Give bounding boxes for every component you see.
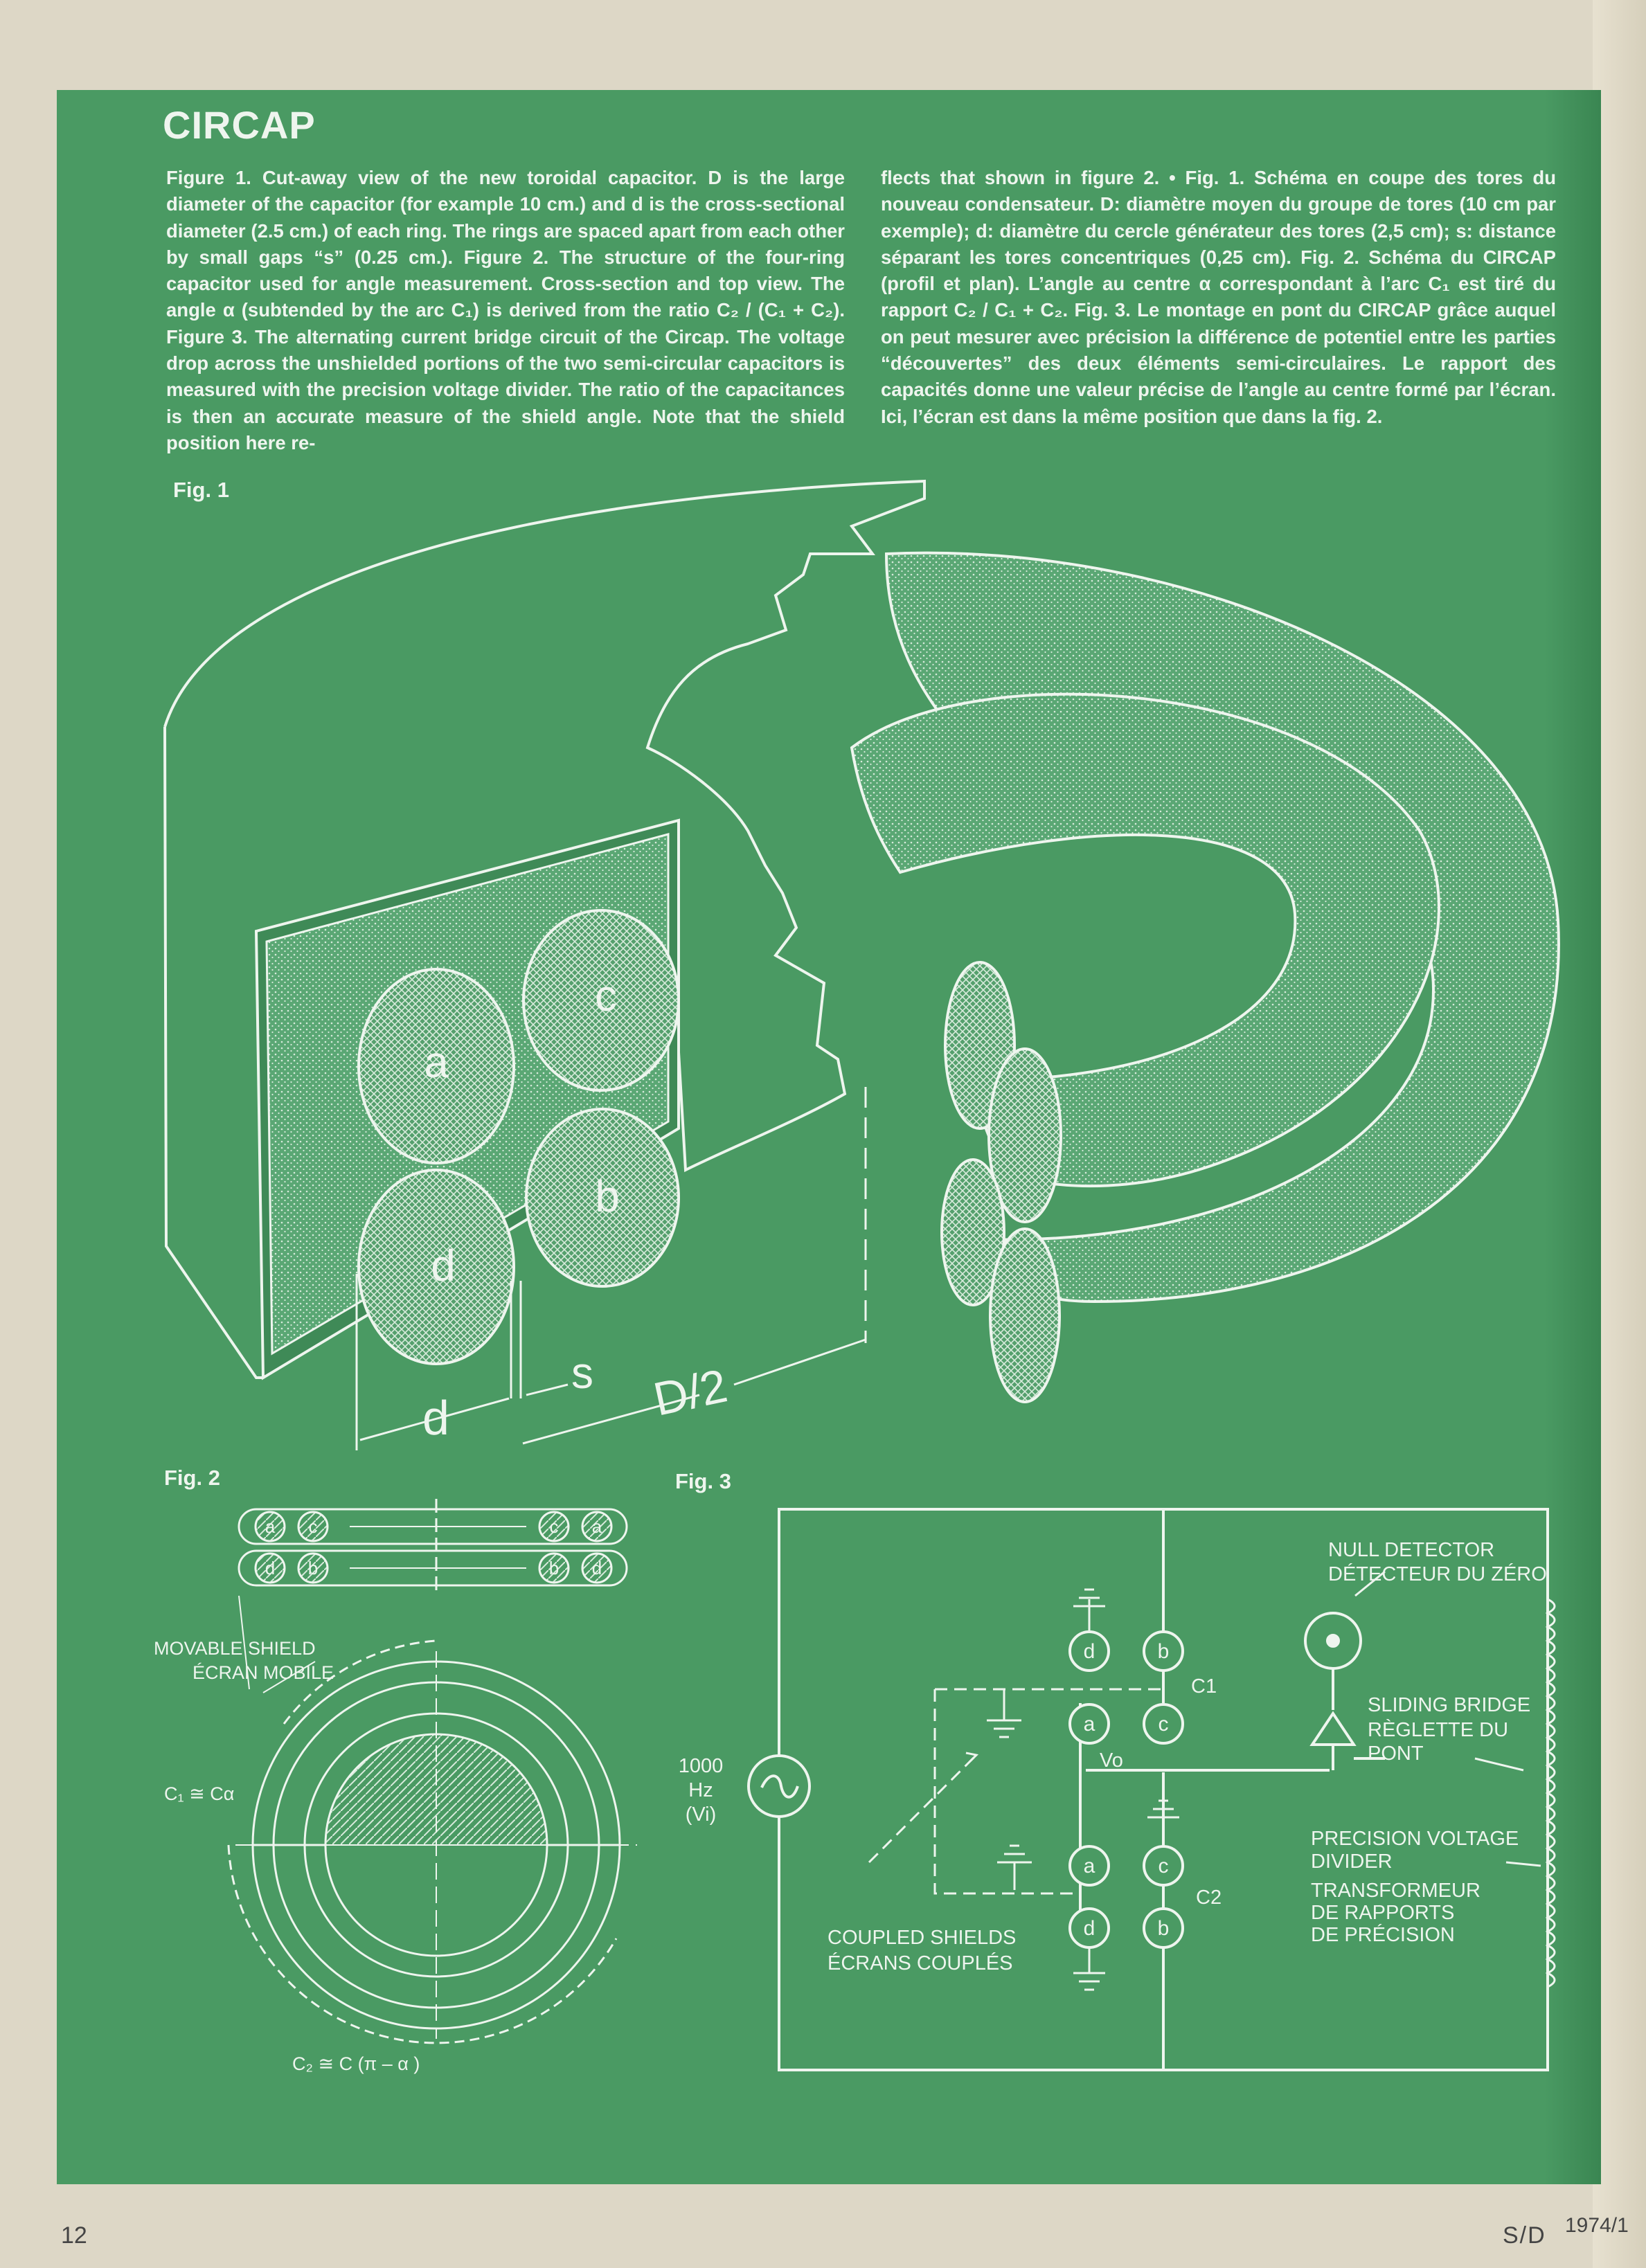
- fig1-ring-b-label: b: [595, 1171, 620, 1221]
- fig2-profile-rings: [254, 1511, 613, 1584]
- fig3-source-unit: Hz: [688, 1779, 713, 1801]
- fig2-ring-top-3: c: [550, 1516, 559, 1537]
- fig2-c1-label: C₁ ≅ Cα: [164, 1783, 234, 1804]
- journal-issue: 1974/1: [1565, 2214, 1629, 2237]
- fig2-shield-en: MOVABLE SHIELD: [154, 1638, 316, 1659]
- fig3-vo: Vo: [1100, 1749, 1123, 1772]
- fig2-ring-bottom-2: b: [308, 1558, 318, 1578]
- fig3-null-fr: DÉTECTEUR DU ZÉRO: [1328, 1563, 1547, 1585]
- fig2-c2-label: C₂ ≅ C (π – α ): [292, 2053, 420, 2074]
- fig3-node-b-lower: b: [1158, 1917, 1170, 1940]
- fig2-label: Fig. 2: [164, 1466, 220, 1490]
- fig3-source-v: (Vi): [686, 1803, 717, 1826]
- fig1-label: Fig. 1: [173, 478, 229, 502]
- caption-french: flects that shown in figure 2. • Fig. 1.…: [881, 167, 1556, 427]
- panel-fold-shadow: [1544, 90, 1601, 2184]
- fig3-bridge-2: RÈGLETTE DU: [1368, 1718, 1508, 1741]
- fig1-dim-s: s: [571, 1348, 593, 1398]
- fig2-drawing: a c c a d b b d: [227, 1499, 637, 2044]
- fig3-node-a-lower: a: [1084, 1855, 1095, 1878]
- page-edge: [1593, 0, 1646, 2268]
- fig3-divider-3: TRANSFORMEUR: [1311, 1880, 1480, 1902]
- page-number: 12: [61, 2222, 87, 2249]
- fig3-c1: C1: [1191, 1675, 1217, 1698]
- fig3-node-b-upper: b: [1158, 1640, 1170, 1663]
- fig1-ring-b: b: [525, 1108, 680, 1288]
- fig1-dimensions: [355, 1087, 867, 1450]
- fig3-labels: 1000 Hz (Vi) NULL DETECTOR DÉTECTEUR DU …: [679, 1539, 1547, 1974]
- fig2-ring-bottom-3: b: [549, 1558, 559, 1578]
- fig3-label: Fig. 3: [675, 1469, 731, 1493]
- fig3-node-d-upper: d: [1084, 1640, 1095, 1663]
- fig3-shields-en: COUPLED SHIELDS: [828, 1927, 1016, 1949]
- fig2-labels: MOVABLE SHIELD ÉCRAN MOBILE C₁ ≅ Cα C₂ ≅…: [154, 1638, 420, 2074]
- page-title: CIRCAP: [163, 103, 316, 147]
- fig2-ring-top-1: a: [265, 1516, 276, 1537]
- fig3-bridge-1: SLIDING BRIDGE: [1368, 1694, 1530, 1716]
- journal-name: S/D: [1503, 2222, 1546, 2249]
- fig1-dim-d: d: [422, 1391, 449, 1445]
- fig2-ring-bottom-4: d: [592, 1558, 602, 1578]
- caption-english: Figure 1. Cut-away view of the new toroi…: [166, 167, 845, 453]
- fig3-divider-2: DIVIDER: [1311, 1851, 1393, 1873]
- fig1-ring-d-label: d: [431, 1241, 456, 1290]
- fig1-ring-a: a: [357, 968, 515, 1164]
- fig1-toroid-tubes: [850, 551, 1560, 1403]
- fig1-dim-D: D/2: [649, 1359, 731, 1425]
- fig2-ring-bottom-1: d: [265, 1558, 275, 1578]
- fig3-node-c-upper: c: [1159, 1713, 1169, 1736]
- fig3-source-freq: 1000: [679, 1755, 724, 1777]
- fig3-null-en: NULL DETECTOR: [1328, 1539, 1494, 1561]
- fig3-circuit: [747, 1508, 1556, 2071]
- fig1-ring-c: c: [522, 909, 680, 1092]
- fig3-node-labels: d b a c a c d b: [1084, 1640, 1170, 1940]
- fig3-node-d-lower: d: [1084, 1917, 1095, 1940]
- fig1-toroid-drawing: a c b d: [163, 479, 1560, 1450]
- fig3-c2: C2: [1196, 1887, 1222, 1909]
- fig3-bridge-3: PONT: [1368, 1743, 1424, 1765]
- fig2-ring-top-4: a: [592, 1516, 602, 1537]
- fig3-divider-4: DE RAPPORTS: [1311, 1902, 1454, 1924]
- fig3-node-a-upper: a: [1084, 1713, 1095, 1736]
- fig1-ring-d: d: [357, 1169, 515, 1365]
- fig3-node-c-lower: c: [1159, 1855, 1169, 1878]
- fig3-divider-1: PRECISION VOLTAGE: [1311, 1828, 1519, 1850]
- fig2-shield-fr: ÉCRAN MOBILE: [193, 1662, 334, 1683]
- fig3-divider-5: DE PRÉCISION: [1311, 1923, 1455, 1946]
- fig1-ring-c-label: c: [595, 971, 617, 1020]
- fig2-ring-top-2: c: [309, 1516, 318, 1537]
- fig3-shields-fr: ÉCRANS COUPLÉS: [828, 1952, 1013, 1974]
- fig1-ring-a-label: a: [424, 1037, 449, 1087]
